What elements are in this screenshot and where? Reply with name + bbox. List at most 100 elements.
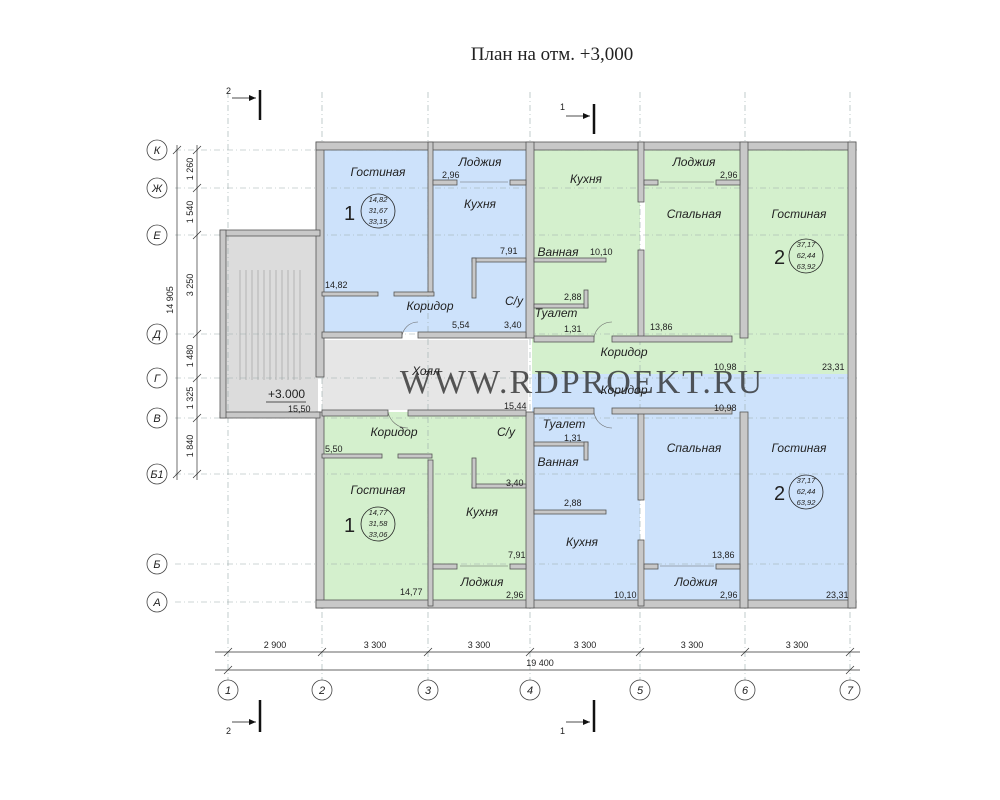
bottom-dimensions: 2 900 3 300 3 300 3 300 3 300 3 300 19 4… xyxy=(215,640,860,675)
room-labels: Гостиная Лоджия Кухня Коридор С/у Кухня … xyxy=(351,155,827,589)
room-fill-hall xyxy=(322,340,528,410)
room-fill-gostinaya-top-right xyxy=(748,148,852,374)
axis-row-g: Г xyxy=(154,373,161,385)
apartment-area-gross: 33,15 xyxy=(369,217,389,226)
axis-col-3: 3 xyxy=(425,685,432,697)
page-title: План на отм. +3,000 xyxy=(471,44,633,65)
label-su-top: С/у xyxy=(505,294,524,308)
label-loggia-top-right: Лоджия xyxy=(672,155,716,169)
room-fill-corridor-top-right xyxy=(532,338,852,374)
area-bath-bottom: 2,88 xyxy=(564,498,582,508)
dim-bottom-5: 3 300 xyxy=(681,640,704,650)
label-bath-top: Ванная xyxy=(538,245,580,259)
area-values: 2,96 2,96 7,91 14,82 10,10 2,88 3,40 5,5… xyxy=(288,170,849,600)
room-fill-bedroom-top xyxy=(645,184,740,340)
section-markers: 2 1 2 1 xyxy=(226,86,596,736)
axis-row-e: Е xyxy=(153,230,161,242)
label-bedroom-top: Спальная xyxy=(667,207,722,221)
watermark: WWW.RDPROEKT.RU xyxy=(400,364,764,401)
label-gostinaya-bottom-right: Гостиная xyxy=(772,441,827,455)
area-corridor-top-right-2: 10,98 xyxy=(714,362,737,372)
row-axes: К Ж Е Д Г В Б1 Б А xyxy=(146,139,168,613)
label-kitchen-bottom-left: Кухня xyxy=(466,505,499,519)
area-wc-bottom: 1,31 xyxy=(564,433,582,443)
room-fill-loggia-bottom-left xyxy=(430,567,526,600)
area-loggia-top-left: 2,96 xyxy=(442,170,460,180)
axis-col-2: 2 xyxy=(318,685,325,697)
section-1-bottom: 1 xyxy=(560,726,565,736)
area-wc-top: 2,88 xyxy=(564,292,582,302)
section-2-top: 2 xyxy=(226,86,231,96)
area-corridor-top-right: 1,31 xyxy=(564,324,582,334)
area-kitchen-top-left: 7,91 xyxy=(500,246,518,256)
apartment-area-gross: 63,92 xyxy=(797,498,817,507)
apartment-number: 2 xyxy=(774,247,785,269)
dim-bottom-2: 3 300 xyxy=(364,640,387,650)
label-corridor-top-left: Коридор xyxy=(406,299,453,313)
apartment-marker-1-top: 1 14,82 31,67 33,15 xyxy=(344,193,396,229)
col-axes: 1 2 3 4 5 6 7 xyxy=(217,679,861,701)
axis-col-4: 4 xyxy=(527,685,533,697)
apartment-area-total: 62,44 xyxy=(797,251,816,260)
area-bedroom-top: 13,86 xyxy=(650,322,673,332)
axis-row-zh: Ж xyxy=(151,183,163,195)
room-fill-gostinaya-bottom-left xyxy=(322,412,430,600)
apartment-area-living: 37,17 xyxy=(797,240,817,249)
axis-row-v: В xyxy=(153,413,160,425)
dim-left-total: 14 905 xyxy=(165,286,175,314)
room-fill-kitchen-bottom-mid xyxy=(532,412,640,600)
label-wc-top: Туалет xyxy=(535,306,578,320)
room-fill-loggia-bottom-right xyxy=(645,567,740,600)
room-fill-gostinaya-bottom-right xyxy=(748,374,852,600)
dim-bottom-total: 19 400 xyxy=(526,658,554,668)
label-bath-bottom: Ванная xyxy=(538,455,580,469)
label-wc-bottom: Туалет xyxy=(543,417,586,431)
room-fills xyxy=(226,148,852,600)
apartment-area-gross: 33,06 xyxy=(369,530,389,539)
label-corridor-bottom-left: Коридор xyxy=(370,425,417,439)
label-gostinaya-top-left: Гостиная xyxy=(351,165,406,179)
area-su-bottom: 3,40 xyxy=(506,478,524,488)
area-gostinaya-top-right: 23,31 xyxy=(822,362,845,372)
walls xyxy=(219,141,857,609)
apartment-area-living: 14,77 xyxy=(369,508,389,517)
left-dimensions: 1 260 1 540 3 250 1 480 1 325 1 840 14 9… xyxy=(165,145,202,480)
area-hall: 15,50 xyxy=(288,404,311,414)
axis-col-6: 6 xyxy=(742,685,749,697)
area-bedroom-bottom: 13,86 xyxy=(712,550,735,560)
apartment-area-total: 31,67 xyxy=(369,206,389,215)
room-fill-bedroom-bottom xyxy=(645,412,740,567)
apartment-marker-1-bottom: 1 14,77 31,58 33,06 xyxy=(344,506,396,542)
room-fill-kitchen-bottom-left xyxy=(430,412,526,567)
elevation-mark: +3.000 xyxy=(266,387,306,403)
label-bedroom-bottom: Спальная xyxy=(667,441,722,455)
label-loggia-bottom-left: Лоджия xyxy=(460,575,504,589)
room-fill-loggia-top-left xyxy=(430,148,526,184)
axis-row-k: К xyxy=(154,145,161,157)
dim-bottom-3: 3 300 xyxy=(468,640,491,650)
label-hall: Холл xyxy=(411,364,440,378)
label-kitchen-top-mid: Кухня xyxy=(570,172,603,186)
label-gostinaya-bottom-left: Гостиная xyxy=(351,483,406,497)
apartment-number: 2 xyxy=(774,483,785,505)
area-corridor-bottom-right: 10,98 xyxy=(714,403,737,413)
dim-left-4: 1 480 xyxy=(185,345,195,368)
area-su-top: 3,40 xyxy=(504,320,522,330)
room-fill-gostinaya-top-left xyxy=(322,148,430,332)
dim-bottom-1: 2 900 xyxy=(264,640,287,650)
label-kitchen-top-left: Кухня xyxy=(464,197,497,211)
section-1-top: 1 xyxy=(560,102,565,112)
axis-col-5: 5 xyxy=(637,685,644,697)
area-corridor-bottom-left: 5,50 xyxy=(325,444,343,454)
axis-col-7: 7 xyxy=(847,685,854,697)
apartment-number: 1 xyxy=(344,203,355,225)
dim-left-1: 1 260 xyxy=(185,158,195,181)
label-loggia-top-left: Лоджия xyxy=(458,155,502,169)
area-gostinaya-bottom-right: 23,31 xyxy=(826,590,849,600)
label-corridor-bottom-right: Коридор xyxy=(600,383,647,397)
staircase xyxy=(226,236,318,412)
area-gostinaya-top-left: 14,82 xyxy=(325,280,348,290)
dim-bottom-6: 3 300 xyxy=(786,640,809,650)
room-fill-loggia-top-right xyxy=(645,148,740,184)
